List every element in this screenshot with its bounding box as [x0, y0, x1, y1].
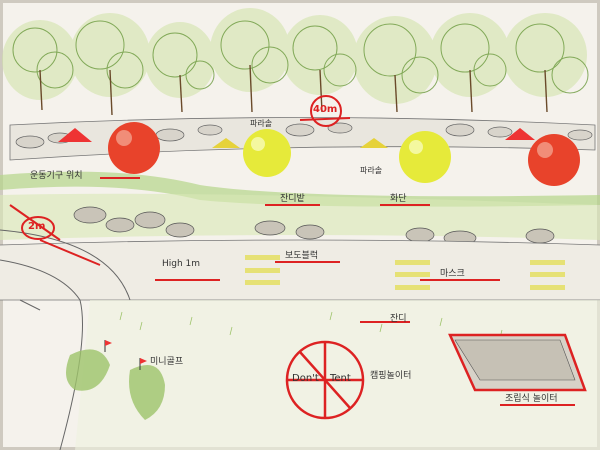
balls	[108, 122, 580, 186]
parasol-label-2: 파라솔	[360, 166, 383, 175]
distance-left-label: 2m	[28, 221, 46, 232]
crosswalk-zone	[0, 239, 600, 301]
sidewalk-label: 보도블럭	[285, 251, 319, 261]
no-tent-symbol	[285, 340, 365, 420]
minigolf-label: 미니골프	[150, 357, 184, 367]
left-path-label: 운동기구 위치	[30, 171, 83, 181]
flowerbed-label: 화단	[390, 194, 407, 204]
camping-label: 캠핑놀이터	[370, 371, 412, 381]
high-label: High 1m	[162, 259, 201, 269]
playground-frame	[448, 333, 587, 392]
parasol-label: 파라솔	[250, 119, 273, 128]
distance-top-label: 40m	[313, 104, 338, 115]
grass-label: 잔디	[390, 314, 407, 324]
red-annotations	[9, 95, 575, 406]
tent-label: Tent	[330, 373, 351, 384]
dont-label: Don't	[292, 373, 319, 384]
playground-label: 조립식 놀이터	[505, 394, 558, 404]
mini-golf-greens	[66, 340, 165, 420]
tree-row	[2, 8, 589, 116]
hedge-band	[0, 171, 600, 207]
lawn-label: 잔디밭	[280, 194, 305, 204]
lawn-band	[0, 193, 600, 246]
parasols	[58, 128, 535, 148]
mask-label: 마스크	[440, 269, 465, 279]
